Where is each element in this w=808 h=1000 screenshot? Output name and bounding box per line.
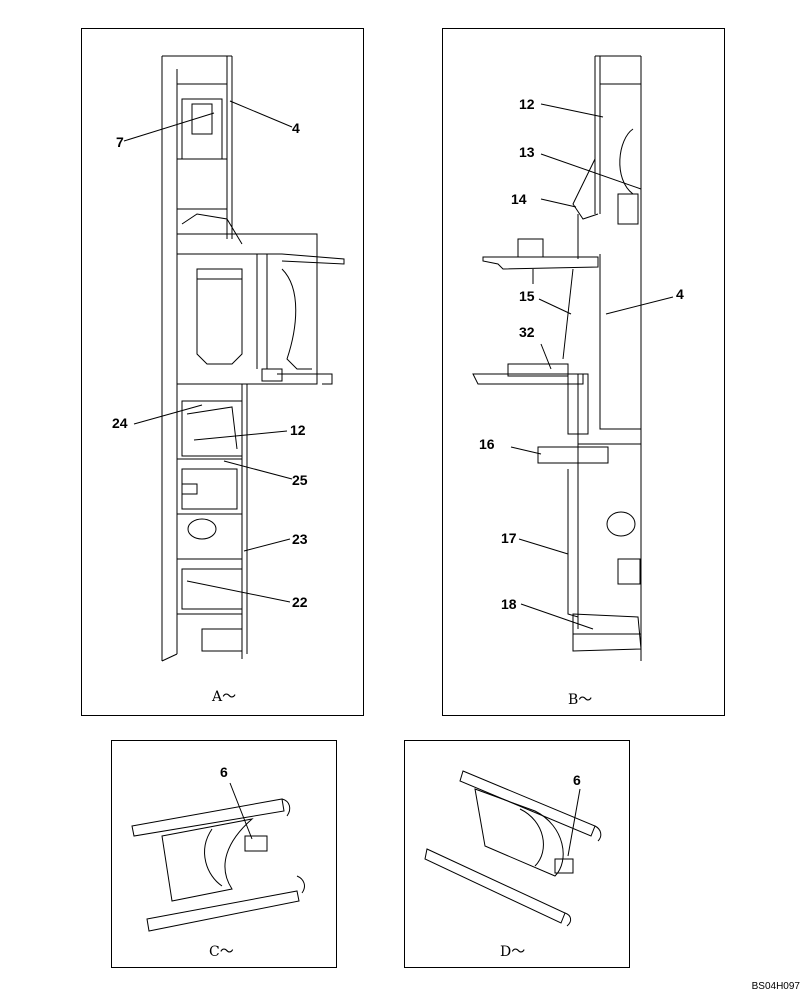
view-d-drawing: 6 D～	[424, 770, 602, 960]
callout-32: 32	[519, 324, 535, 340]
callout-4: 4	[292, 120, 300, 136]
view-b-frame	[472, 55, 642, 661]
callout-12: 12	[519, 96, 535, 112]
callout-12: 12	[290, 422, 306, 438]
view-a-frame	[161, 55, 345, 662]
callout-24: 24	[112, 415, 128, 431]
view-c-frame	[131, 798, 305, 932]
view-d-panel: 6 D～	[404, 740, 630, 968]
view-c-drawing: 6 C～	[131, 764, 305, 960]
view-b-panel: 12 13 14 15 4 32 16 17 18 B～	[442, 28, 725, 716]
view-c-panel: 6 C～	[111, 740, 337, 968]
callout-13: 13	[519, 144, 535, 160]
view-c-caption: C～	[209, 944, 234, 960]
callout-15: 15	[519, 288, 535, 304]
view-b-leaders	[510, 103, 674, 630]
view-d-leader	[567, 788, 581, 857]
callout-25: 25	[292, 472, 308, 488]
view-a-drawing: 7 4 24 12 25 23 22 A～	[112, 55, 345, 705]
callout-6: 6	[220, 764, 228, 780]
callout-22: 22	[292, 594, 308, 610]
view-a-panel: 7 4 24 12 25 23 22 A～	[81, 28, 364, 716]
callout-4: 4	[676, 286, 684, 302]
view-a-callouts: 7 4 24 12 25 23 22	[112, 120, 308, 610]
callout-18: 18	[501, 596, 517, 612]
view-b-callouts: 12 13 14 15 4 32 16 17 18	[479, 96, 684, 612]
view-a-caption: A～	[211, 689, 236, 705]
view-b-caption: B～	[568, 692, 592, 708]
view-d-frame	[424, 770, 602, 927]
callout-23: 23	[292, 531, 308, 547]
view-c-leader	[229, 782, 253, 840]
view-b-drawing: 12 13 14 15 4 32 16 17 18 B～	[472, 55, 684, 708]
callout-7: 7	[116, 134, 124, 150]
callout-6: 6	[573, 772, 581, 788]
callout-16: 16	[479, 436, 495, 452]
view-a-leaders	[123, 100, 293, 603]
callout-17: 17	[501, 530, 517, 546]
view-d-caption: D～	[500, 944, 525, 960]
drawing-code: BS04H097	[751, 981, 800, 992]
callout-14: 14	[511, 191, 527, 207]
